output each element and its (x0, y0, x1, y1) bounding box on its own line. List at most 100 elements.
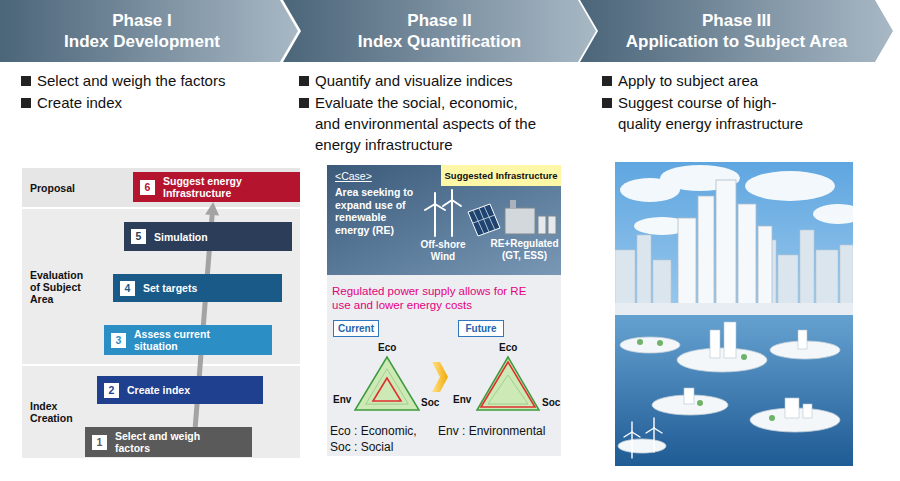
step-label: Suggest energy Infrastructure (163, 175, 281, 199)
wind-turbine-icon-part (451, 200, 453, 236)
wind-turbine-icon-part (434, 204, 436, 236)
smart-city-illustration-part (620, 165, 853, 235)
chevron-fill (580, 0, 893, 62)
smart-city-illustration-part-part (618, 439, 666, 453)
chevron-shape (283, 0, 596, 62)
radar-future (477, 357, 539, 410)
axis-label: Eco (378, 342, 396, 354)
step-number: 5 (131, 229, 146, 244)
chevron-shape (0, 0, 298, 62)
smart-city-illustration-part-part (798, 330, 807, 349)
smart-city-illustration-part (624, 418, 662, 458)
highlight-box: Suggested Infrastructure (441, 165, 561, 186)
smart-city-illustration-part-part (620, 337, 680, 353)
smart-city-illustration-part-part (840, 245, 853, 310)
smart-city-illustration (615, 162, 853, 466)
phase-chevron: Phase IIIndex Quantification (283, 0, 596, 62)
step-box: 4 Set targets (113, 274, 282, 302)
abbreviation-key: Eco : Economic, (330, 424, 417, 438)
smart-city-illustration-part-part (745, 171, 835, 201)
abbreviation-key: Soc : Social (330, 440, 393, 454)
chevron-fill (0, 0, 298, 62)
axis-label: Env (453, 394, 471, 406)
state-tag: Current (333, 320, 379, 337)
smart-city-illustration-part-part (716, 180, 736, 315)
axis-label: Eco (499, 342, 517, 354)
step-number: 4 (120, 281, 135, 296)
smart-city-illustration-part (678, 180, 772, 315)
smart-city-illustration-part (637, 339, 775, 421)
smart-city-illustration-part-part (615, 250, 635, 310)
step-bands-part (22, 209, 300, 364)
solar-panel-icon-part (473, 215, 495, 223)
phase-number: Phase II (407, 10, 471, 31)
case-description: Area seeking to expand use of renewable … (335, 186, 421, 236)
smart-city-illustration-part-part (653, 418, 654, 428)
smart-city-illustration-part-part (816, 250, 838, 310)
smart-city-illustration-part-part (698, 196, 714, 315)
phase-title: Index Quantification (358, 31, 521, 52)
solar-panel-icon (468, 204, 500, 236)
axis-label: Env (333, 394, 351, 406)
smart-city-illustration-part (615, 162, 853, 466)
radar-future-part (477, 357, 539, 410)
gas-turbine-storage-icon-part (505, 208, 535, 234)
bullet-text: Suggest course of high- quality energy i… (601, 92, 819, 134)
transition-arrow (432, 362, 448, 392)
step-number: 6 (140, 180, 155, 195)
step-number: 2 (104, 383, 119, 398)
axis-label: Soc (421, 397, 439, 409)
step-label: Set targets (143, 282, 197, 294)
phase-chevron: Phase IIndex Development (0, 0, 298, 62)
stage-band: Proposal 6 Suggest energy Infrastructure (22, 168, 300, 207)
smart-city-illustration-part-part (677, 348, 767, 372)
band-label: Proposal (30, 182, 75, 194)
smart-city-illustration-part-part (813, 204, 853, 224)
icon-caption: RE+Regulated (GT, ESS) (488, 238, 561, 261)
step-box: 1Select and weigh factors (85, 427, 252, 457)
bullet-text: Create index (20, 92, 122, 113)
smart-city-illustration-part-part (678, 218, 696, 315)
smart-city-illustration-part-part (632, 432, 640, 437)
wind-turbine-icon-part (443, 200, 452, 206)
stage-band: Index Creation2Create index1Select and w… (22, 366, 300, 458)
phase-chevron: Phase IIIApplication to Subject Area (580, 0, 893, 62)
chevron-fill (283, 0, 596, 62)
wind-turbine-icon-part (425, 204, 435, 210)
step-bands-part (22, 366, 300, 458)
smart-city-illustration-part-part (654, 428, 662, 433)
state-label: Future (465, 323, 496, 335)
step-label: Simulation (154, 231, 208, 243)
case-panel (327, 165, 561, 456)
smart-city-illustration-part-part (710, 330, 720, 358)
smart-city-illustration-part (615, 303, 853, 315)
step-bands-part (22, 168, 300, 207)
wind-turbine-icon (425, 190, 461, 236)
bullet-text: Quantify and visualize indices (298, 70, 513, 91)
icon-caption: Off-shore Wind (416, 239, 470, 262)
transition-arrow-part (432, 362, 448, 392)
gas-turbine-storage-icon-part (538, 216, 546, 234)
smart-city-illustration-part-part (657, 340, 663, 346)
smart-city-illustration-part-part (724, 322, 736, 358)
gas-turbine-storage-icon-part (510, 200, 516, 209)
smart-city-illustration-part-part (785, 398, 799, 418)
wind-turbine-icon-part (452, 200, 461, 206)
smart-city-illustration-part-part (637, 235, 651, 310)
state-tag: Future (458, 320, 504, 337)
radar-current-part (373, 378, 401, 401)
radar-current (355, 357, 419, 410)
step-number: 1 (92, 435, 107, 450)
smart-city-illustration-part-part (803, 404, 812, 418)
step-box: 2Create index (97, 376, 263, 404)
case-panel-part (327, 165, 561, 275)
solar-panel-icon-part (468, 204, 500, 236)
smart-city-illustration-part-part (769, 415, 775, 421)
axis-label: Soc (542, 397, 560, 409)
phase-title: Index Development (64, 31, 220, 52)
band-label: Evaluation of Subject Area (30, 269, 92, 305)
bullet-text: Select and weigh the factors (20, 70, 225, 91)
smart-city-illustration-part-part (624, 432, 632, 437)
phase-number: Phase III (702, 10, 771, 31)
smart-city-illustration-part (684, 322, 812, 418)
